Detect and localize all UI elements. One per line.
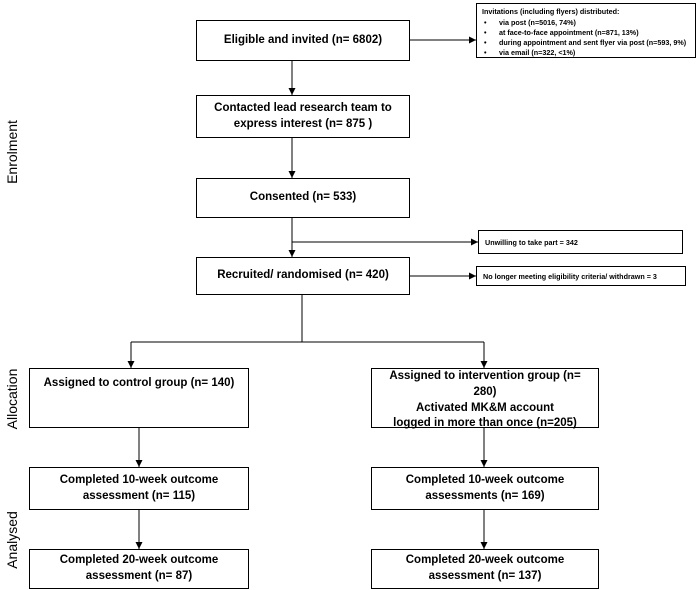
control-20wk-text-line2: assessment (n= 87) <box>85 570 193 582</box>
control-10wk-text-line2: assessment (n= 115) <box>82 489 196 502</box>
contacted-text-line2: express interest (n= 875 ) <box>233 117 373 130</box>
invitation-item: at face-to-face appointment (n=871, 13%) <box>482 28 690 38</box>
control-group-box: Assigned to control group (n= 140) <box>29 368 249 428</box>
unwilling-text: Unwilling to take part = 342 <box>485 237 578 247</box>
intervention-10wk-text-line1: Completed 10-week outcome <box>405 473 565 486</box>
no-longer-eligible-text: No longer meeting eligibility criteria/ … <box>483 271 657 281</box>
consented-box: Consented (n= 533) <box>196 178 410 218</box>
eligible-invited-box: Eligible and invited (n= 6802) <box>196 20 410 61</box>
eligible-invited-text: Eligible and invited (n= 6802) <box>223 33 383 46</box>
consented-text: Consented (n= 533) <box>249 191 357 204</box>
invitations-list: via post (n=5016, 74%) at face-to-face a… <box>482 18 690 58</box>
contacted-text-line1: Contacted lead research team to <box>214 101 392 114</box>
control-20wk-text-line1: Completed 20-week outcome <box>59 554 219 567</box>
control-group-text: Assigned to control group (n= 140) <box>43 377 235 389</box>
invitations-title: Invitations (including flyers) distribut… <box>482 7 620 16</box>
invitation-item: via email (n=322, <1%) <box>482 48 690 58</box>
invitation-item: via post (n=5016, 74%) <box>482 18 690 28</box>
intervention-group-text-line2: Activated MK&M account <box>415 401 555 414</box>
control-10wk-text-line1: Completed 10-week outcome <box>59 473 219 486</box>
intervention-10wk-box: Completed 10-week outcome assessments (n… <box>371 467 599 510</box>
recruited-text: Recruited/ randomised (n= 420) <box>217 269 389 282</box>
invitations-box: Invitations (including flyers) distribut… <box>476 3 696 58</box>
intervention-group-text-line1: Assigned to intervention group (n= 280) <box>389 370 581 398</box>
control-10wk-box: Completed 10-week outcome assessment (n=… <box>29 467 249 510</box>
contacted-box: Contacted lead research team to express … <box>196 95 410 138</box>
intervention-20wk-text-line2: assessment (n= 137) <box>428 570 542 582</box>
intervention-group-box: Assigned to intervention group (n= 280) … <box>371 368 599 429</box>
intervention-20wk-box: Completed 20-week outcome assessment (n=… <box>371 549 599 589</box>
intervention-group-text-line3: logged in more than once (n=205) <box>393 417 577 430</box>
intervention-10wk-text-line2: assessments (n= 169) <box>425 489 545 502</box>
no-longer-eligible-box: No longer meeting eligibility criteria/ … <box>476 266 686 286</box>
invitation-item: during appointment and sent flyer via po… <box>482 38 690 48</box>
control-20wk-box: Completed 20-week outcome assessment (n=… <box>29 549 249 589</box>
unwilling-box: Unwilling to take part = 342 <box>478 230 683 254</box>
intervention-20wk-text-line1: Completed 20-week outcome <box>405 554 565 567</box>
recruited-box: Recruited/ randomised (n= 420) <box>196 257 410 295</box>
